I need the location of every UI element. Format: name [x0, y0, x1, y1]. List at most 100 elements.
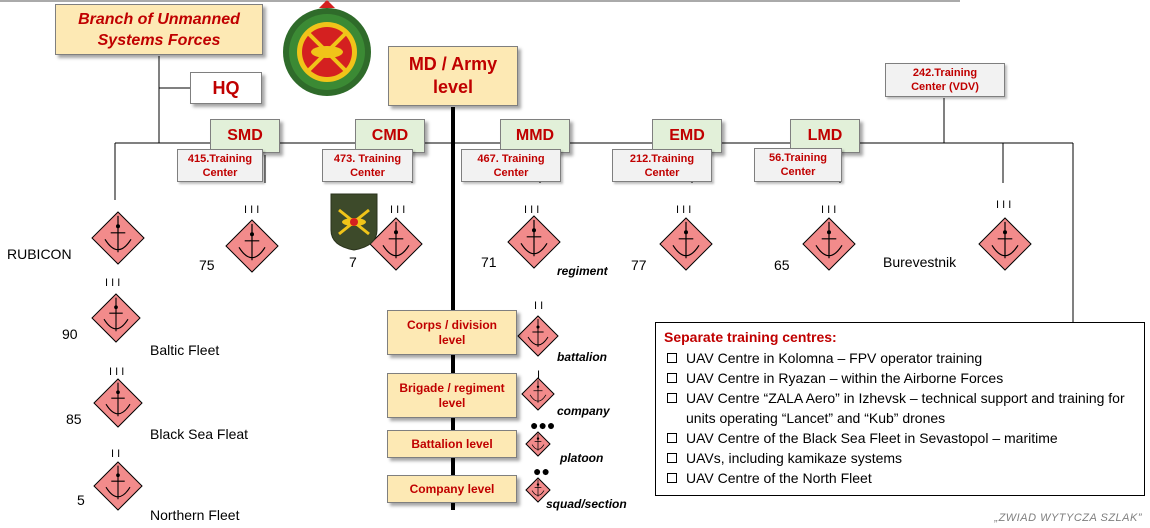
md-title-line1: MD / Army	[408, 54, 498, 74]
district-label: EMD	[669, 127, 705, 144]
uav-unit-symbol-icon	[93, 461, 143, 511]
hq-label: HQ	[212, 77, 240, 98]
echelon-marker: I I I	[244, 204, 259, 216]
fleet-label-black-sea: Black Sea Fleat	[150, 426, 249, 442]
echelon-marker: ●●●	[530, 417, 555, 433]
branch-box: Branch of Unmanned Systems Forces	[55, 4, 263, 55]
separate-item: UAV Centre of the North Fleet	[664, 468, 1136, 488]
level-line2: level	[438, 332, 466, 347]
echelon-marker: I I	[534, 300, 543, 312]
level-corps-division: Corps / division level	[387, 310, 517, 355]
uav-unit-symbol-icon	[225, 219, 279, 273]
separate-item: UAV Centre in Ryazan – within the Airbor…	[664, 368, 1136, 388]
separate-item-text: UAV Centre of the Black Sea Fleet in Sev…	[686, 430, 1058, 446]
level-line1: Corps / division	[406, 317, 497, 332]
echelon-marker: I I I	[676, 204, 691, 216]
uav-unit-symbol-icon	[525, 431, 551, 457]
unit-label-75: 75	[199, 257, 215, 273]
echelon-marker: I I I	[821, 204, 836, 216]
echelon-marker: I I I	[105, 277, 120, 289]
checkbox-icon	[667, 473, 677, 483]
level-brigade-regiment: Brigade / regiment level	[387, 373, 517, 418]
training-center-467: 467. Training Center	[461, 149, 561, 182]
echelon-markers: I I I I I I I I I I I I I I I I I I I I …	[105, 199, 1011, 479]
checkbox-icon	[667, 433, 677, 443]
tc-line1: 212.Training	[629, 152, 695, 165]
uav-unit-symbol-icon	[93, 378, 143, 428]
level-line1: Battalion level	[411, 437, 493, 451]
uav-unit-symbol-icon	[802, 217, 856, 271]
separate-item: UAV Centre of the Black Sea Fleet in Sev…	[664, 428, 1136, 448]
district-label: CMD	[371, 127, 409, 144]
uav-unit-symbol-icon	[659, 217, 713, 271]
uav-unit-symbol-icon	[978, 217, 1032, 271]
tc-line2: Center	[350, 166, 385, 179]
separate-title: Separate training centres:	[664, 329, 837, 345]
fleet-label-northern: Northern Fleet	[150, 507, 240, 523]
checkbox-icon	[667, 353, 677, 363]
checkbox-icon	[667, 453, 677, 463]
separate-item: UAVs, including kamikaze systems	[664, 448, 1136, 468]
uav-unit-symbol-icon	[91, 293, 141, 343]
level-line2: level	[438, 395, 466, 410]
echelon-marker: I I I	[390, 204, 405, 216]
separate-item-text: UAVs, including kamikaze systems	[686, 450, 903, 466]
tc-line2: Center	[780, 166, 816, 178]
branch-title-line2: Systems Forces	[97, 31, 221, 49]
echelon-marker: I I	[111, 448, 120, 460]
fleet-label-baltic: Baltic Fleet	[150, 342, 220, 358]
md-army-box: MD / Army level	[388, 46, 518, 106]
unit-label-rubicon: RUBICON	[7, 246, 72, 262]
echelon-label-squad: squad/section	[546, 497, 627, 511]
training-center-242-vdv: 242.Training Center (VDV)	[885, 63, 1005, 97]
echelon-label-battalion: battalion	[557, 350, 607, 364]
watermark: „ZWIAD WYTYCZA SZLAK”	[994, 512, 1142, 524]
level-company: Company level	[387, 475, 517, 503]
uav-unit-symbol-icon	[91, 211, 145, 265]
separate-item-text: UAV Centre in Kolomna – FPV operator tra…	[686, 350, 983, 366]
separate-item-text: UAV Centre of the North Fleet	[686, 470, 872, 486]
tc-line1: 473. Training	[333, 152, 402, 165]
tc-line2: Center	[493, 166, 529, 179]
echelon-marker: I	[537, 369, 540, 381]
separate-item: UAV Centre “ZALA Aero” in Izhevsk – tech…	[664, 388, 1136, 428]
training-center-415: 415.Training Center	[177, 149, 263, 182]
unit-label-65: 65	[774, 257, 790, 273]
tc-line2: Center	[644, 166, 680, 179]
tc-line1: 242.Training	[912, 67, 978, 79]
echelon-marker: I I I	[524, 204, 539, 216]
separate-item-text: UAV Centre in Ryazan – within the Airbor…	[686, 370, 1004, 386]
unit-label-7: 7	[349, 254, 357, 270]
uav-unit-symbol-icon	[521, 377, 555, 411]
uav-unit-symbol-icon	[517, 315, 559, 357]
uav-unit-symbol-icon	[525, 477, 551, 503]
unit-label-71: 71	[481, 254, 497, 270]
training-center-212: 212.Training Center	[612, 149, 712, 182]
echelon-marker: I I I	[996, 199, 1011, 211]
district-emd: EMD	[652, 119, 722, 153]
training-center-56: 56.Training Center	[754, 148, 842, 182]
echelon-label-company: company	[557, 404, 610, 418]
tc-line2: Center	[202, 166, 238, 179]
md-title-line2: level	[432, 77, 474, 97]
level-battalion: Battalion level	[387, 430, 517, 458]
unit-label-5: 5	[77, 492, 85, 508]
tc-line1: 56.Training	[768, 152, 828, 164]
tc-line1: 467. Training	[477, 152, 545, 165]
branch-title-line1: Branch of Unmanned	[78, 10, 240, 28]
district-label: MMD	[515, 127, 555, 144]
echelon-marker: I I I	[109, 366, 124, 378]
district-cmd: CMD	[355, 119, 425, 153]
hq-box: HQ	[190, 72, 262, 104]
training-center-473: 473. Training Center	[322, 149, 413, 182]
unit-label-85: 85	[66, 411, 82, 427]
echelon-label-platoon: platoon	[560, 451, 604, 465]
district-mmd: MMD	[500, 119, 570, 153]
separate-item-text: UAV Centre “ZALA Aero” in Izhevsk – tech…	[686, 390, 1125, 426]
district-label: SMD	[227, 127, 263, 144]
district-label: LMD	[807, 127, 843, 144]
unit-label-90: 90	[62, 326, 78, 342]
checkbox-icon	[667, 373, 677, 383]
checkbox-icon	[667, 393, 677, 403]
tc-line1: 415.Training	[187, 152, 253, 165]
